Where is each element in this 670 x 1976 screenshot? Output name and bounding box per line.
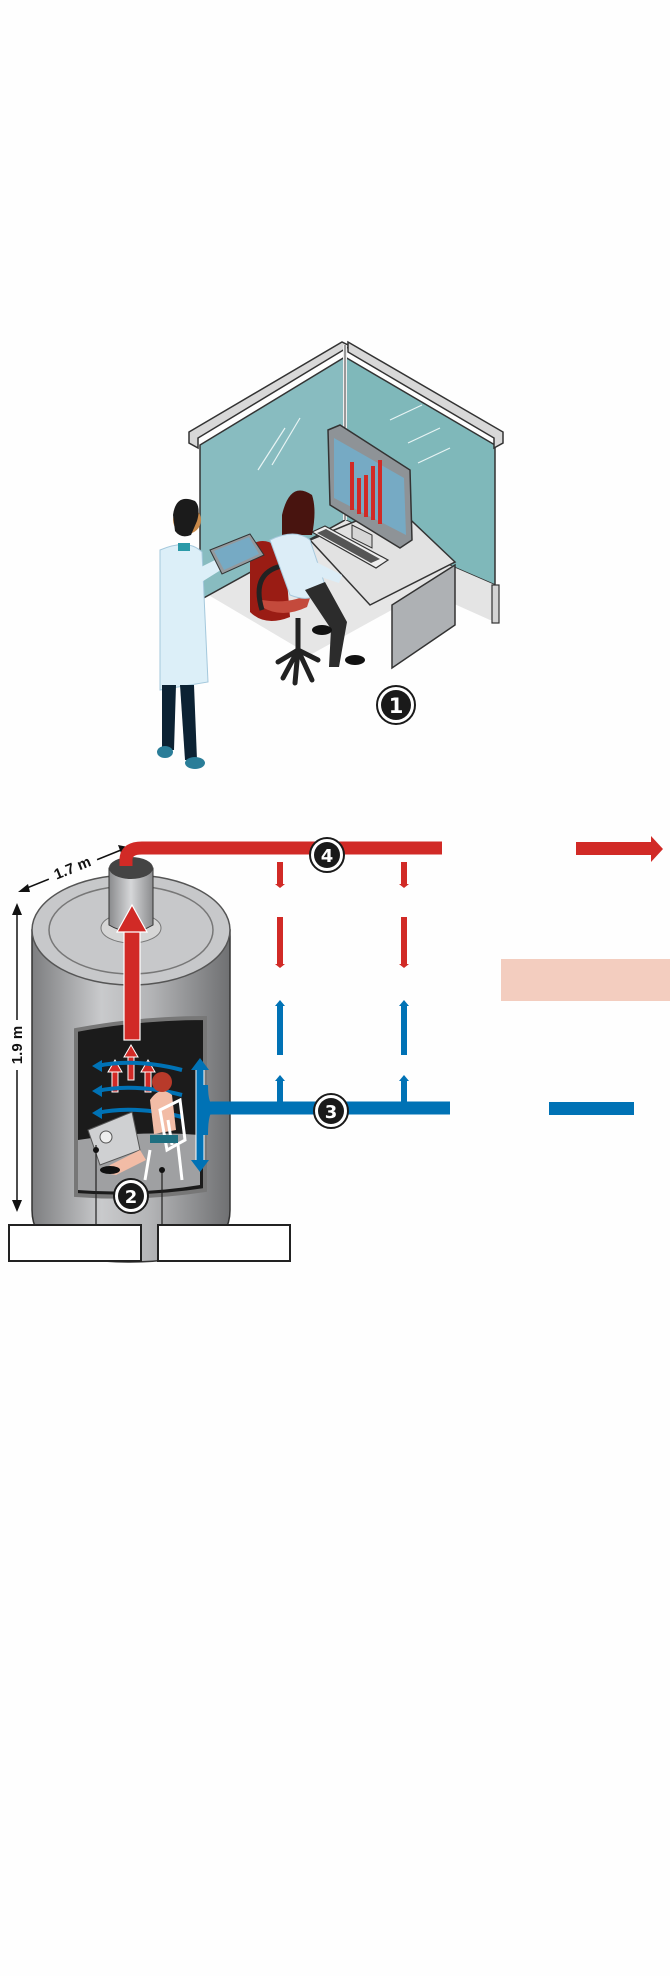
badge-4: 4 (309, 837, 345, 873)
intake-sample-lines (275, 1000, 409, 1105)
badge-2: 2 (113, 1178, 149, 1214)
top-rail-left (188, 341, 352, 450)
exhaust-sample-lines (275, 862, 409, 968)
chamber-subject (87, 1072, 187, 1181)
badge-2-label: 2 (125, 1187, 138, 1208)
monitor (327, 424, 413, 549)
badge-4-label: 4 (321, 846, 334, 867)
height-label: 1.9 m (9, 1026, 26, 1064)
badge-3-label: 3 (325, 1102, 338, 1123)
top-rail-right (347, 340, 504, 450)
label-box-left (8, 1224, 142, 1262)
intake-inflow-segment (549, 1102, 634, 1115)
glass-reflections (257, 404, 451, 471)
workstation-scene: 1 (157, 340, 504, 769)
label-box-right (157, 1224, 291, 1262)
badge-1-label: 1 (389, 694, 404, 718)
chamber-scene: 2 1.7 m 1.9 m (8, 845, 231, 1263)
monitor-bar-chart-icon (350, 460, 382, 524)
height-dimension: 1.9 m (8, 903, 26, 1212)
badge-3: 3 (313, 1093, 349, 1129)
seated-operator (269, 490, 365, 667)
exhaust-pipe (119, 841, 442, 866)
rising-air-arrows (107, 1044, 156, 1093)
desk-side (391, 563, 456, 670)
exhaust-flow-arrow (123, 929, 141, 1041)
air-lines: 4 3 (119, 836, 670, 1136)
badge-1: 1 (376, 685, 416, 725)
standing-researcher (157, 498, 265, 769)
keyboard-keys (317, 529, 380, 563)
exhaust-outflow-arrow (576, 842, 653, 855)
legend-swatch-pink (501, 959, 670, 1001)
cubicle-post-right (491, 584, 500, 624)
